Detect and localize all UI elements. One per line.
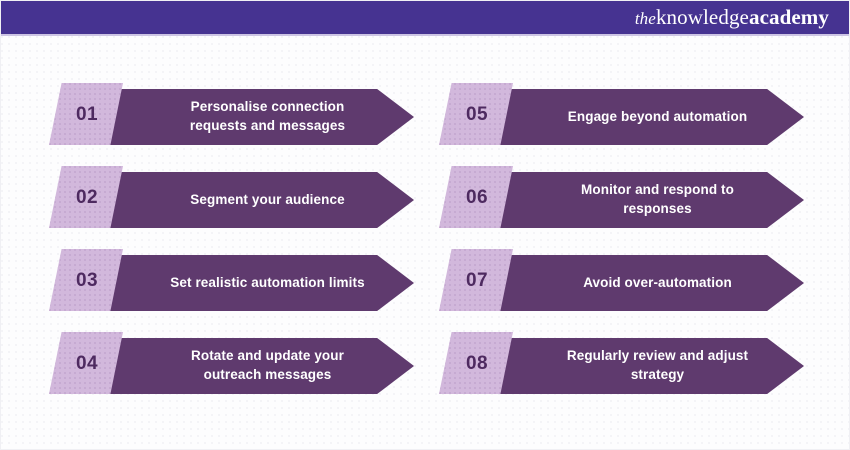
- step-number-06: 06: [466, 186, 488, 208]
- step-arrow-05: Engage beyond automation: [497, 89, 804, 145]
- step-badge-05: 05: [439, 83, 513, 145]
- brand-logo: theknowledgeacademy: [635, 7, 829, 28]
- step-arrow-08: Regularly review and adjust strategy: [497, 338, 804, 394]
- step-label-03: Set realistic automation limits: [170, 274, 365, 290]
- header-divider: [1, 34, 849, 36]
- step-label-05: Engage beyond automation: [567, 108, 748, 124]
- step-label-08: Regularly review and adjust strategy: [566, 348, 749, 382]
- brand-logo-the: the: [634, 9, 656, 28]
- step-arrow-03: Set realistic automation limits: [107, 255, 414, 311]
- step-badge-06: 06: [439, 166, 513, 228]
- step-item-05: Engage beyond automation 05: [439, 83, 804, 145]
- step-item-08: Regularly review and adjust strategy 08: [439, 332, 804, 394]
- step-number-08: 08: [466, 352, 488, 374]
- step-item-03: Set realistic automation limits 03: [49, 249, 414, 311]
- step-arrow-02: Segment your audience: [107, 172, 414, 228]
- step-arrow-01: Personalise connection requests and mess…: [107, 89, 414, 145]
- step-item-04: Rotate and update your outreach messages…: [49, 332, 414, 394]
- step-label-02: Segment your audience: [190, 191, 345, 207]
- brand-logo-academy: academy: [748, 5, 829, 29]
- brand-logo-knowledge: knowledge: [655, 5, 749, 29]
- step-label-06: Monitor and respond to responses: [581, 182, 734, 216]
- brand-header-bar: theknowledgeacademy: [1, 1, 849, 34]
- step-label-04: Rotate and update your outreach messages: [191, 348, 344, 382]
- step-number-07: 07: [466, 269, 488, 291]
- step-item-02: Segment your audience 02: [49, 166, 414, 228]
- steps-grid: Personalise connection requests and mess…: [1, 37, 849, 449]
- step-badge-04: 04: [49, 332, 123, 394]
- step-number-05: 05: [466, 103, 488, 125]
- step-label-07: Avoid over-automation: [583, 274, 732, 290]
- step-badge-03: 03: [49, 249, 123, 311]
- step-badge-01: 01: [49, 83, 123, 145]
- step-badge-02: 02: [49, 166, 123, 228]
- step-badge-08: 08: [439, 332, 513, 394]
- step-item-06: Monitor and respond to responses 06: [439, 166, 804, 228]
- step-badge-07: 07: [439, 249, 513, 311]
- step-number-02: 02: [76, 186, 98, 208]
- step-arrow-06: Monitor and respond to responses: [497, 172, 804, 228]
- step-number-01: 01: [76, 103, 98, 125]
- step-arrow-04: Rotate and update your outreach messages: [107, 338, 414, 394]
- step-number-03: 03: [76, 269, 98, 291]
- step-item-07: Avoid over-automation 07: [439, 249, 804, 311]
- step-arrow-07: Avoid over-automation: [497, 255, 804, 311]
- step-label-01: Personalise connection requests and mess…: [189, 99, 346, 133]
- step-item-01: Personalise connection requests and mess…: [49, 83, 414, 145]
- step-number-04: 04: [76, 352, 98, 374]
